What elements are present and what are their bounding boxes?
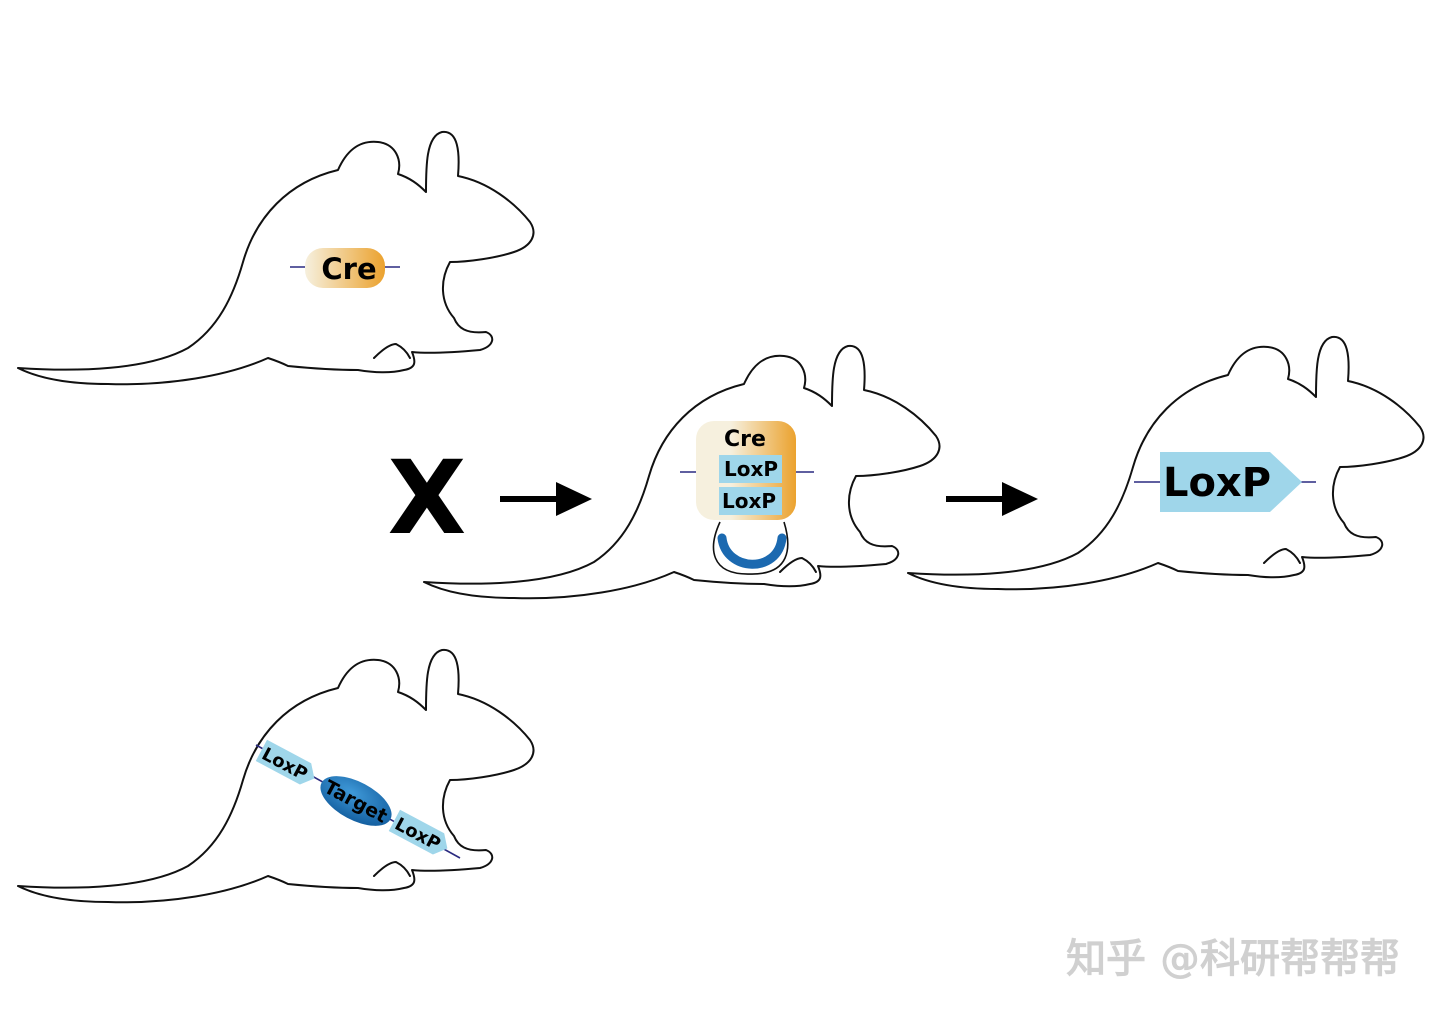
cross-symbol: X bbox=[388, 439, 467, 558]
loxp-site-top bbox=[719, 455, 782, 483]
cre-label: Cre bbox=[724, 427, 766, 452]
excised-segment bbox=[717, 533, 787, 569]
cre-gene-box bbox=[305, 248, 385, 288]
mouse-knockout-result: LoxP bbox=[907, 335, 1425, 591]
loxp-label: LoxP bbox=[724, 457, 778, 481]
mouse-cre-parent: Cre bbox=[17, 130, 535, 386]
loxp-site-bottom bbox=[719, 487, 782, 515]
watermark: 知乎 @科研帮帮帮 bbox=[1066, 936, 1400, 982]
mouse-silhouette-icon bbox=[17, 130, 535, 386]
loxp-label: LoxP bbox=[722, 489, 776, 513]
mouse-silhouette-icon bbox=[17, 648, 535, 904]
mouse-offspring: Cre LoxP LoxP bbox=[423, 344, 941, 600]
loxp-label: LoxP bbox=[1163, 460, 1271, 506]
excision-loop-outline bbox=[712, 521, 789, 575]
cre-label: Cre bbox=[321, 252, 376, 286]
right-arrow-icon bbox=[946, 482, 1038, 516]
loxp-site bbox=[1160, 452, 1302, 512]
right-arrow-icon bbox=[500, 482, 592, 516]
mouse-floxed-parent: LoxP Target LoxP bbox=[17, 648, 535, 904]
